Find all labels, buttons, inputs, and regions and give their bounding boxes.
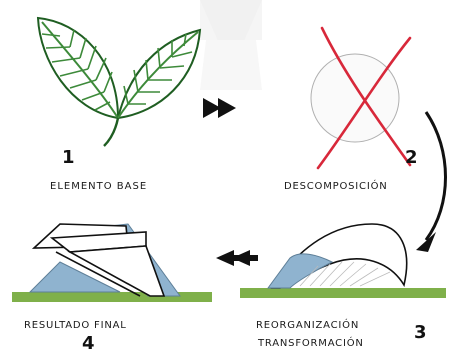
step-3-number: 3	[414, 322, 427, 343]
watermark-graphic	[200, 0, 262, 90]
decomposition-illustration	[310, 26, 412, 170]
step-1-number: 1	[62, 147, 75, 168]
step-4-number: 4	[82, 333, 95, 352]
step-3-label-line2: TRANSFORMACIÓN	[257, 336, 364, 349]
curved-arrow-down-icon	[416, 111, 447, 252]
step-2-number: 2	[405, 147, 418, 168]
step-2-label: DESCOMPOSICIÓN	[284, 179, 388, 192]
final-result-illustration	[12, 223, 212, 302]
leaves-illustration	[36, 16, 202, 147]
step-3-label-line1: REORGANIZACIÓN	[256, 318, 359, 331]
step-4-label: RESULTADO FINAL	[24, 320, 127, 331]
reorganization-illustration	[240, 223, 446, 298]
arrow-right-icon	[203, 98, 236, 118]
step-1-label: ELEMENTO BASE	[50, 181, 147, 192]
arrow-left-icon	[216, 250, 258, 266]
